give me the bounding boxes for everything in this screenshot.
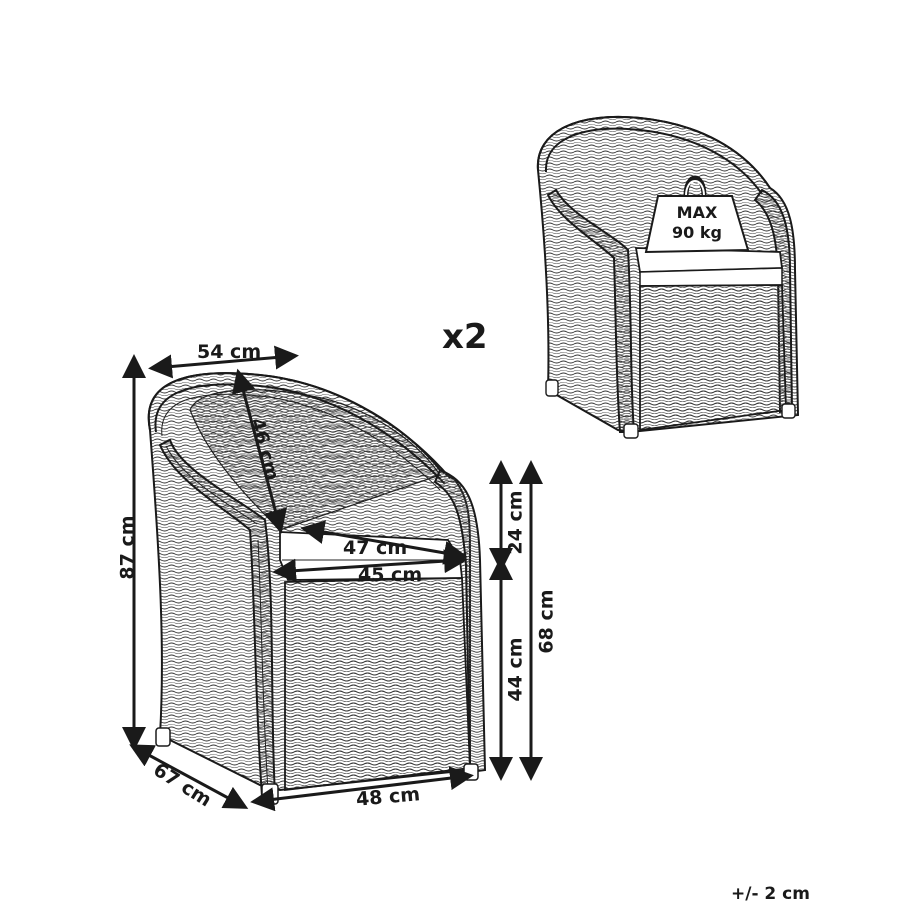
weight-value-label: 90 kg xyxy=(672,223,722,242)
tolerance-note: +/- 2 cm xyxy=(731,884,810,904)
arrow-54 xyxy=(148,345,299,379)
arrow-45 xyxy=(272,549,468,583)
label-armrest-height: 68 cm xyxy=(535,589,558,654)
label-total-height: 87 cm xyxy=(116,515,139,580)
label-armrest-above-seat: 24 cm xyxy=(504,490,527,555)
arrow-67 xyxy=(129,744,249,809)
label-seat-height: 44 cm xyxy=(504,637,527,702)
load-chair-drawing xyxy=(536,115,800,439)
weight-max-label: MAX xyxy=(676,203,718,222)
main-chair-drawing xyxy=(147,372,487,805)
label-seat-width-front: 45 cm xyxy=(358,564,423,586)
arrow-46 xyxy=(231,368,287,534)
dimension-arrows xyxy=(122,345,543,812)
arrow-48 xyxy=(250,766,474,812)
label-backrest-width: 54 cm xyxy=(197,341,262,363)
quantity-label: x2 xyxy=(442,317,488,357)
weight-icon xyxy=(644,175,750,254)
label-seat-width-back: 47 cm xyxy=(343,537,408,559)
